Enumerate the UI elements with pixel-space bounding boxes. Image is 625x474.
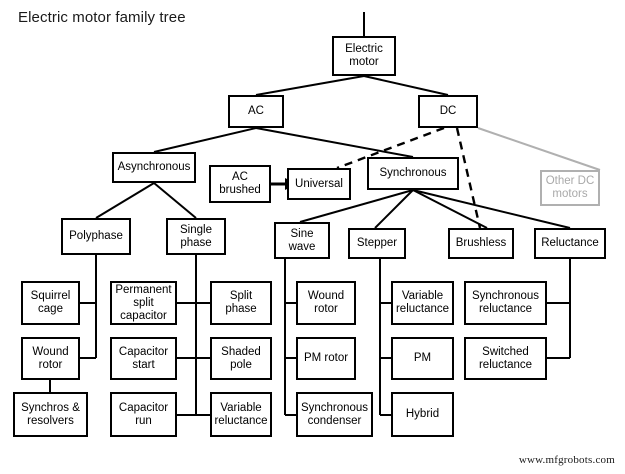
node-pm-rotor[interactable]: PM rotor: [296, 337, 356, 380]
node-reluctance[interactable]: Reluctance: [534, 228, 606, 259]
node-capacitor-run[interactable]: Capacitor run: [110, 392, 177, 437]
node-sine-wave[interactable]: Sine wave: [274, 222, 330, 259]
node-brushless[interactable]: Brushless: [448, 228, 514, 259]
node-dc[interactable]: DC: [418, 95, 478, 128]
page-title: Electric motor family tree: [18, 9, 186, 26]
node-electric-motor[interactable]: Electric motor: [332, 36, 396, 76]
node-ac[interactable]: AC: [228, 95, 284, 128]
node-switched-reluctance[interactable]: Switched reluctance: [464, 337, 547, 380]
node-ac-brushed[interactable]: AC brushed: [209, 165, 271, 203]
node-synchronous[interactable]: Synchronous: [367, 157, 459, 190]
node-synchronous-reluctance[interactable]: Synchronous reluctance: [464, 281, 547, 325]
watermark: www.mfgrobots.com: [518, 454, 615, 466]
node-variable-reluctance-stepper[interactable]: Variable reluctance: [391, 281, 454, 325]
node-hybrid[interactable]: Hybrid: [391, 392, 454, 437]
node-capacitor-start[interactable]: Capacitor start: [110, 337, 177, 380]
node-other-dc-motors[interactable]: Other DC motors: [540, 170, 600, 206]
node-shaded-pole[interactable]: Shaded pole: [210, 337, 272, 380]
node-universal[interactable]: Universal: [287, 168, 351, 200]
node-wound-rotor-sine[interactable]: Wound rotor: [296, 281, 356, 325]
node-stepper[interactable]: Stepper: [348, 228, 406, 259]
node-pm[interactable]: PM: [391, 337, 454, 380]
node-synchros-resolvers[interactable]: Synchros & resolvers: [13, 392, 88, 437]
node-polyphase[interactable]: Polyphase: [61, 218, 131, 255]
node-wound-rotor-async[interactable]: Wound rotor: [21, 337, 80, 380]
node-squirrel-cage[interactable]: Squirrel cage: [21, 281, 80, 325]
node-asynchronous[interactable]: Asynchronous: [112, 152, 196, 183]
node-single-phase[interactable]: Single phase: [166, 218, 226, 255]
node-variable-reluctance-single-phase[interactable]: Variable reluctance: [210, 392, 272, 437]
node-synchronous-condenser[interactable]: Synchronous condenser: [296, 392, 373, 437]
node-split-phase[interactable]: Split phase: [210, 281, 272, 325]
node-permanent-split-capacitor[interactable]: Permanent split capacitor: [110, 281, 177, 325]
